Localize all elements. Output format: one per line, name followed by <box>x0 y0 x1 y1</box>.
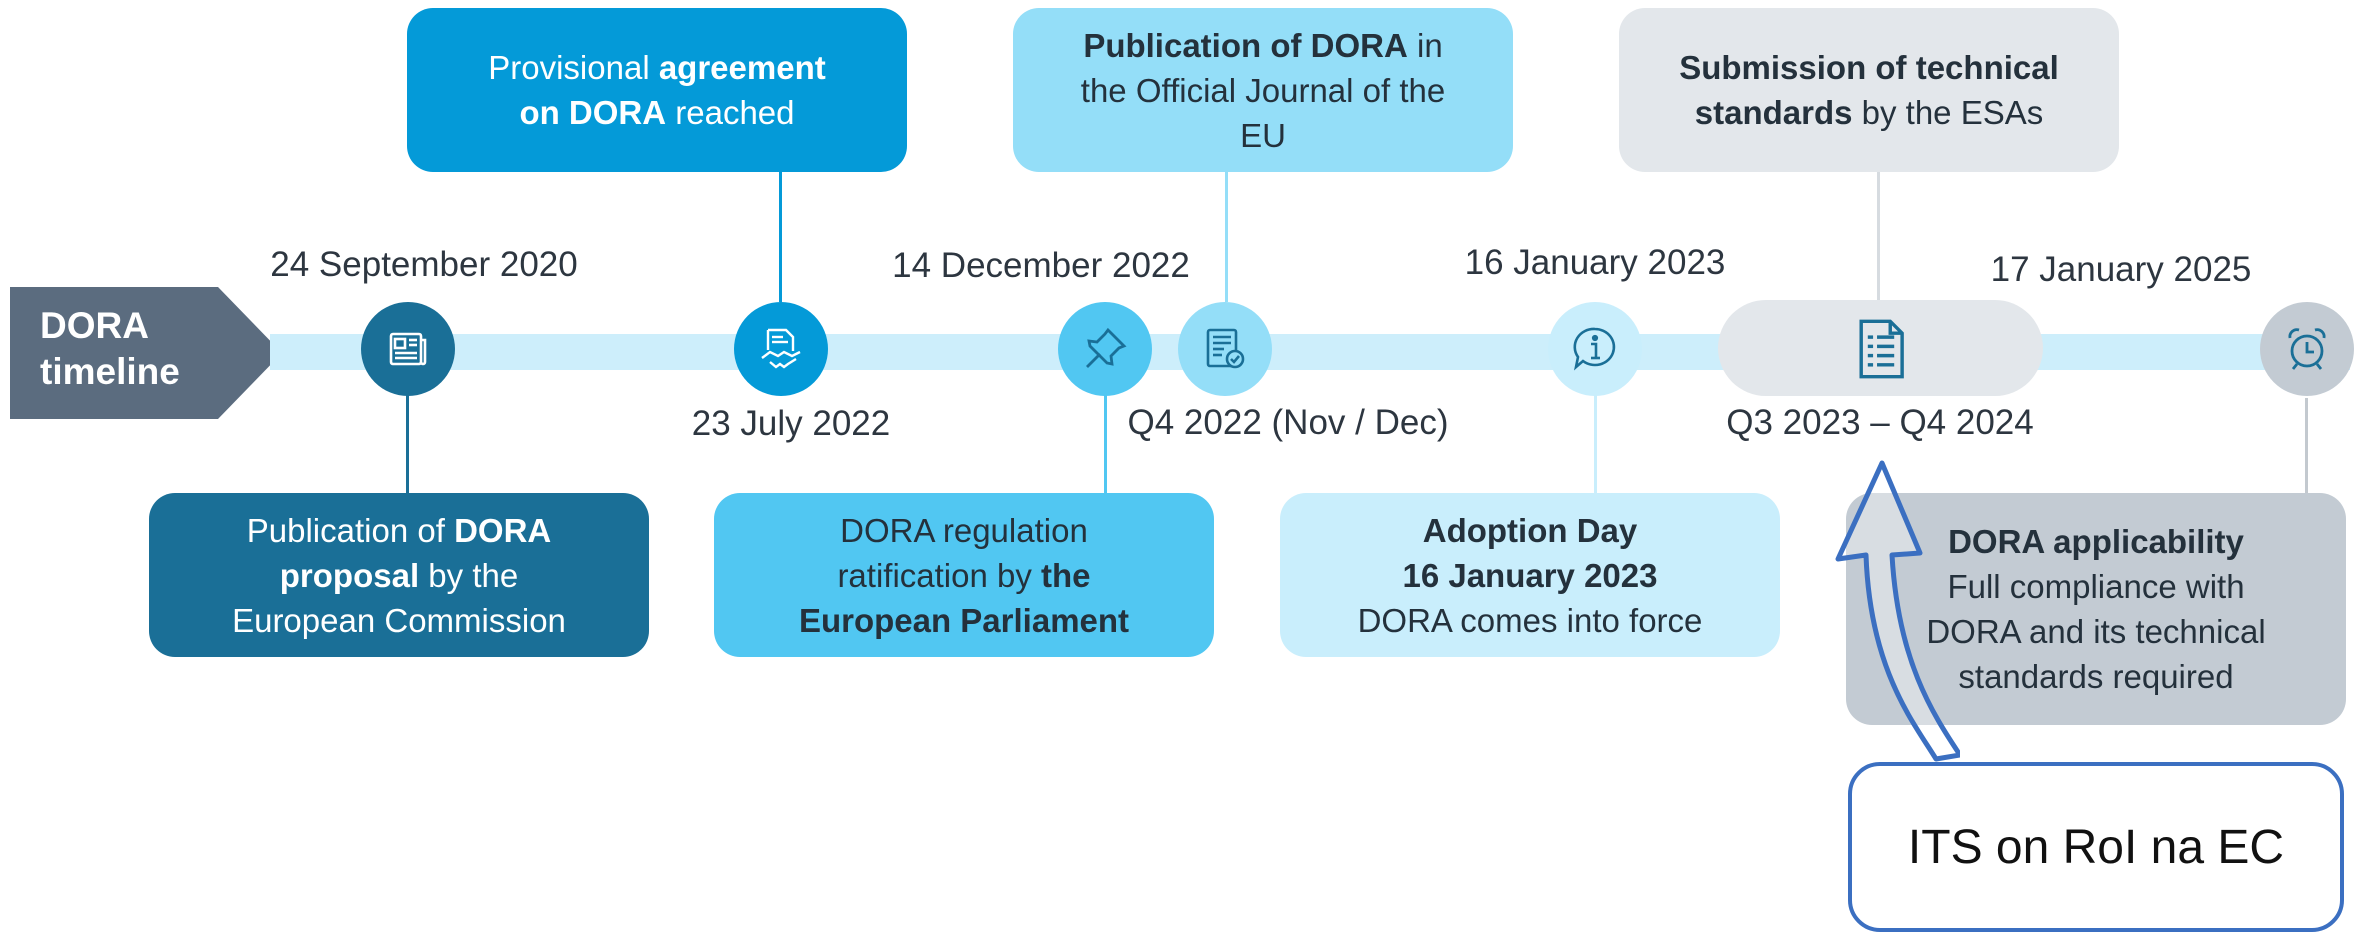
milestone-box-agreement: Provisional agreement on DORA reached <box>407 8 907 172</box>
connector-submission <box>1877 170 1880 300</box>
connector-adoption <box>1594 390 1597 494</box>
handshake-document-icon <box>761 328 801 369</box>
node-applicability <box>2260 302 2354 396</box>
node-submission <box>1834 302 1928 396</box>
its-callout-label: ITS on RoI na EC <box>1907 820 2285 874</box>
date-label: 16 January 2023 <box>1464 243 1726 282</box>
alarm-clock-icon <box>2288 328 2326 370</box>
milestone-box-publication: Publication of DORA in the Official Jour… <box>1013 8 1513 172</box>
date-label: 23 July 2022 <box>691 404 891 443</box>
milestone-box-submission: Submission of technical standards by the… <box>1619 8 2119 172</box>
milestone-box-applicability: DORA applicability Full compliance with … <box>1846 493 2346 725</box>
connector-ratification <box>1104 390 1107 494</box>
checklist-document-icon <box>1859 319 1904 379</box>
timeline-title: DORA timeline <box>40 305 180 392</box>
node-proposal <box>361 302 455 396</box>
date-label: Q4 2022 (Nov / Dec) <box>1127 403 1449 442</box>
certified-document-icon <box>1206 328 1245 369</box>
node-agreement <box>734 302 828 396</box>
connector-publication <box>1225 170 1228 302</box>
callout-arrow <box>1835 460 1960 762</box>
connector-proposal <box>406 390 409 494</box>
connector-applicability <box>2305 398 2308 494</box>
connector-agreement <box>779 170 782 302</box>
date-label: 14 December 2022 <box>892 246 1190 285</box>
timeline-title-arrow <box>10 287 282 419</box>
node-publication <box>1178 302 1272 396</box>
date-label: 17 January 2025 <box>1990 250 2252 289</box>
its-callout-box: ITS on RoI na EC <box>1848 762 2344 932</box>
node-adoption <box>1548 302 1642 396</box>
newspaper-icon <box>389 332 427 366</box>
pushpin-icon <box>1086 327 1127 368</box>
date-label: 24 September 2020 <box>270 245 578 284</box>
milestone-box-adoption: Adoption Day 16 January 2023 DORA comes … <box>1280 493 1780 657</box>
milestone-box-proposal: Publication of DORA proposal by the Euro… <box>149 493 649 657</box>
date-label: Q3 2023 – Q4 2024 <box>1726 403 2034 442</box>
milestone-box-ratification: DORA regulation ratification by the Euro… <box>714 493 1214 657</box>
node-ratification <box>1058 302 1152 396</box>
info-speech-icon <box>1573 327 1616 371</box>
